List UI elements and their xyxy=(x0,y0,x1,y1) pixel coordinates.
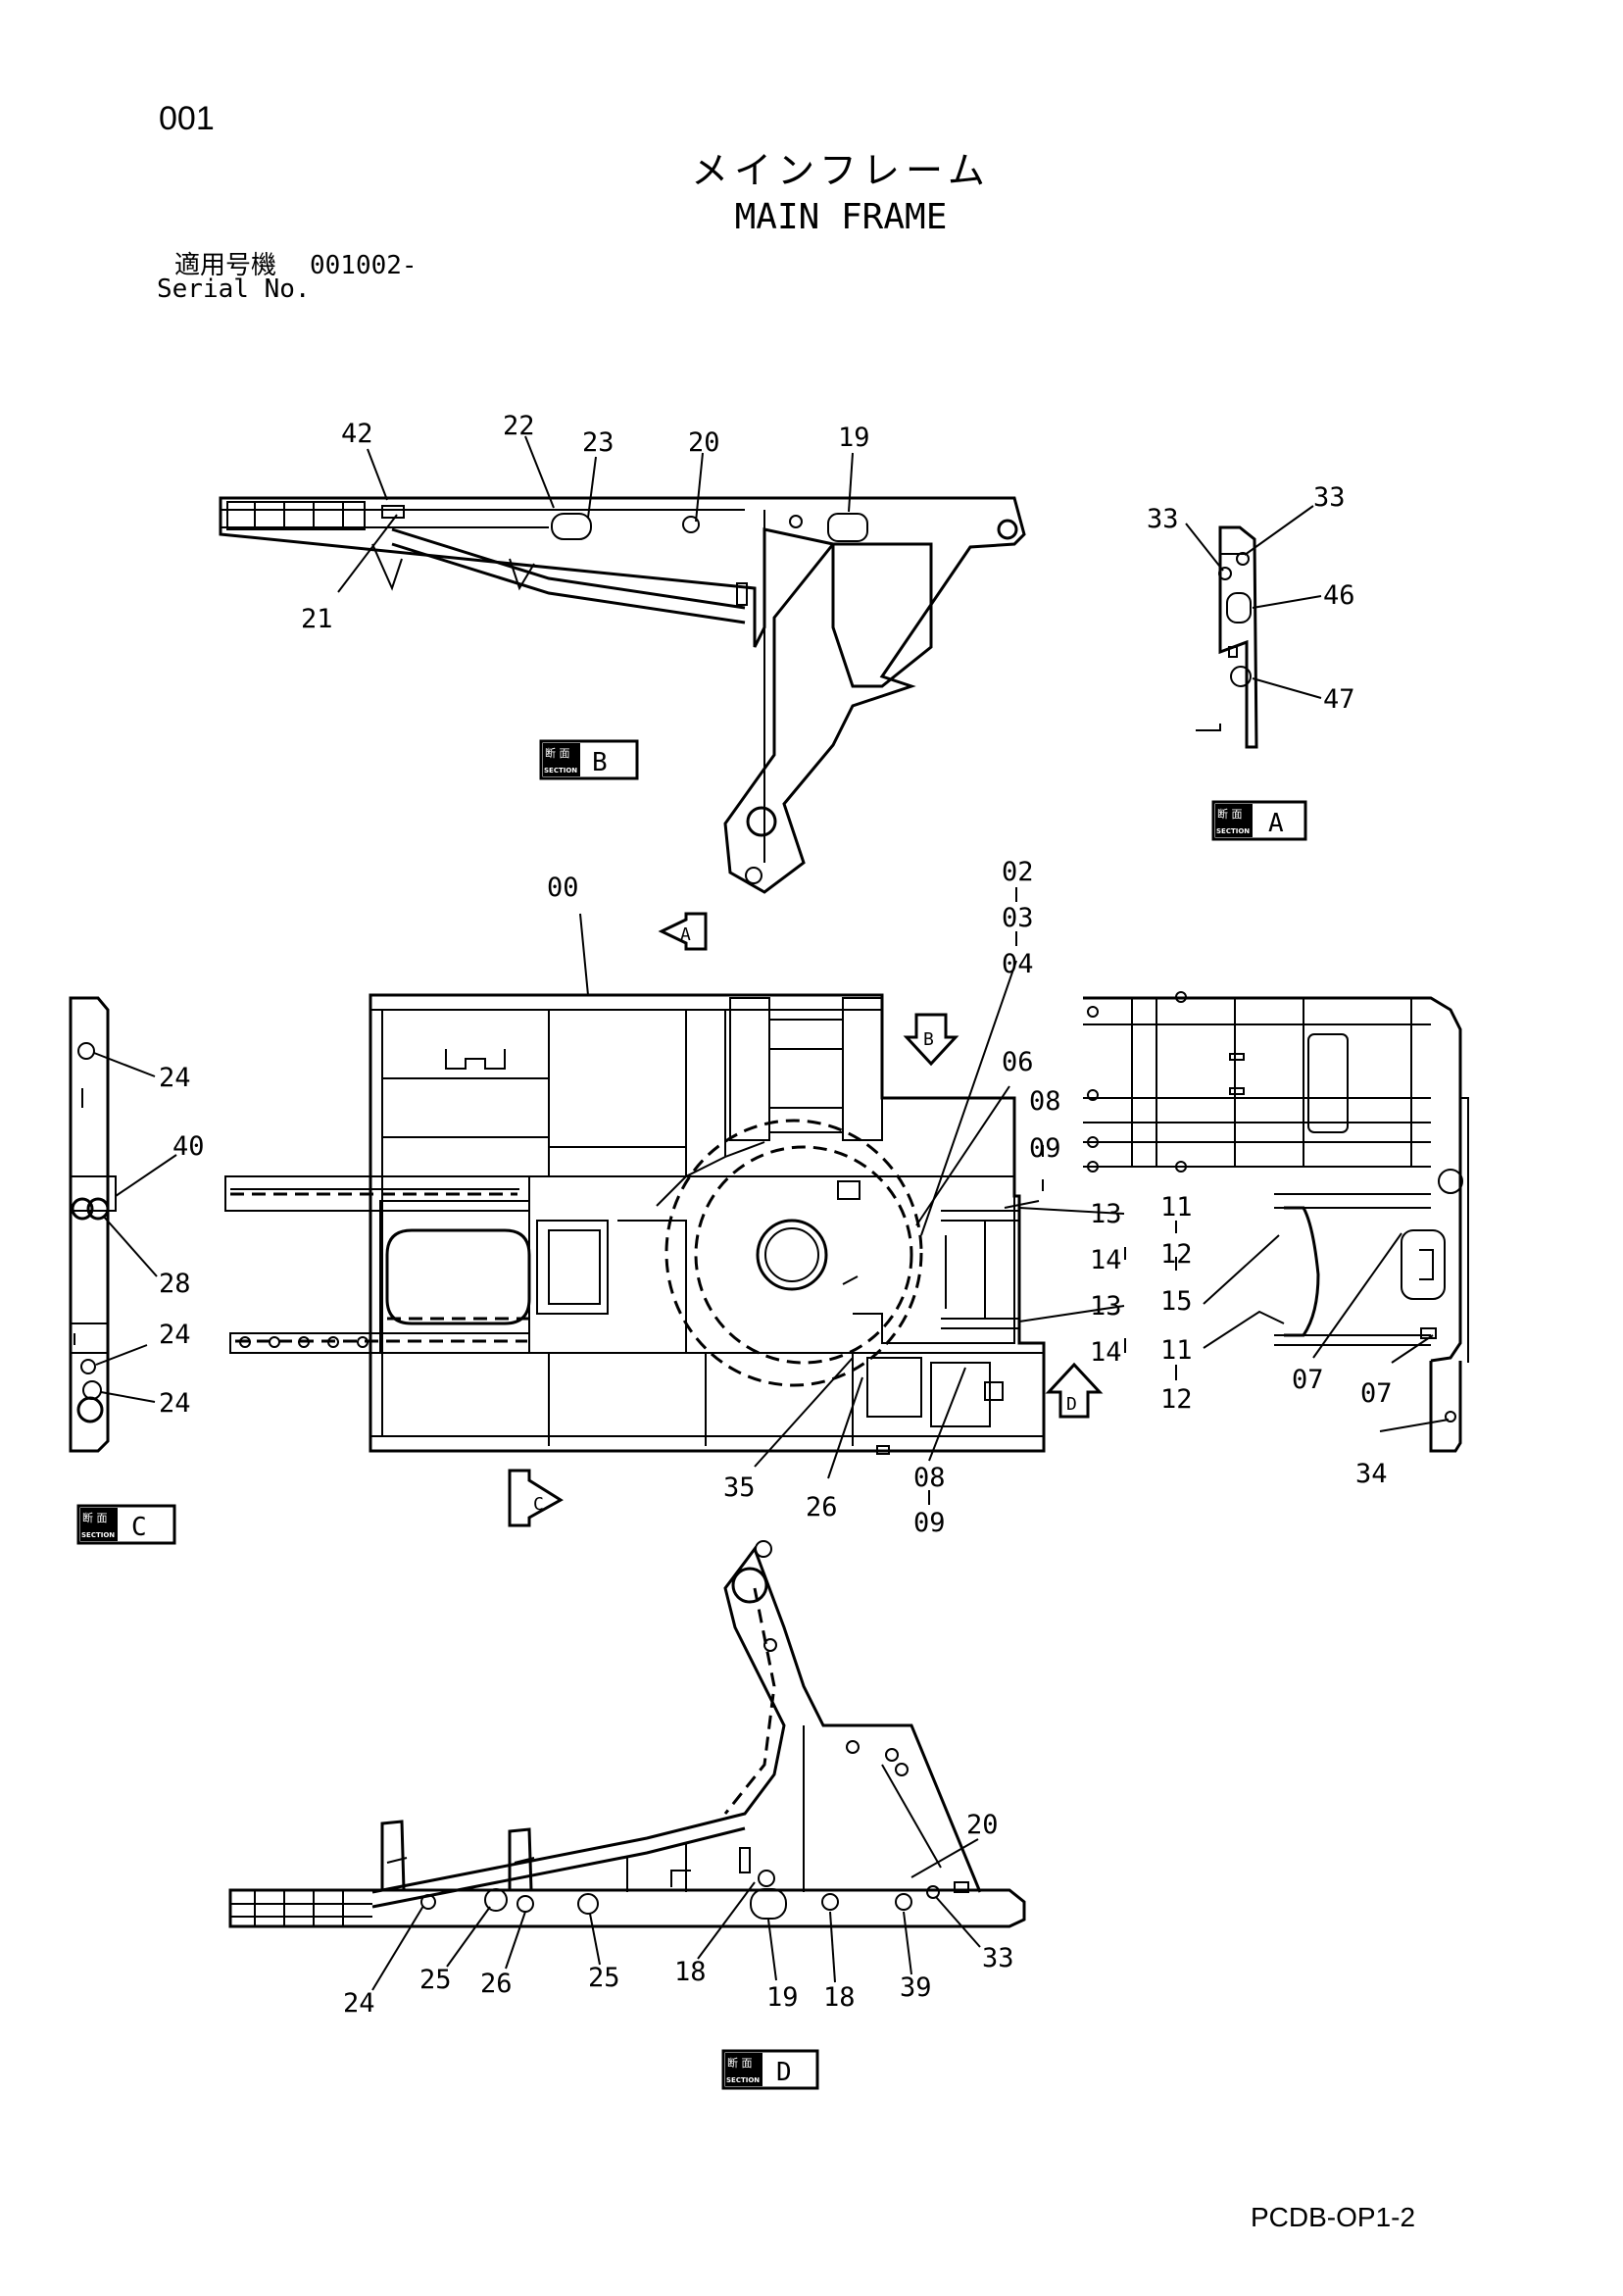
callout-22: 22 xyxy=(503,411,535,441)
callouts-section-d: 20 24 25 26 25 18 19 18 39 33 xyxy=(343,1810,1014,2019)
title-japanese: メインフレーム xyxy=(691,149,991,192)
section-tag-b: 断 面 SECTION B xyxy=(539,739,639,780)
callout-33-a: 33 xyxy=(1147,504,1179,534)
section-a-view xyxy=(1196,525,1258,749)
callout-24-mid: 24 xyxy=(159,1320,191,1350)
title-english: MAIN FRAME xyxy=(734,197,948,237)
callout-09-bottom: 09 xyxy=(913,1508,946,1538)
callout-13-a: 13 xyxy=(1090,1199,1122,1229)
section-b-view xyxy=(219,496,1026,894)
callout-34: 34 xyxy=(1355,1459,1388,1489)
right-end-view xyxy=(1083,991,1469,1453)
section-tag-d-kanji: 断 面 xyxy=(727,2056,753,2070)
view-arrow-d-letter: D xyxy=(1066,1394,1077,1415)
serial-value: 001002- xyxy=(310,251,418,280)
callout-46: 46 xyxy=(1323,580,1355,611)
section-tag-b-word: SECTION xyxy=(544,767,577,774)
callout-20-d: 20 xyxy=(966,1810,999,1840)
callout-19-d: 19 xyxy=(766,1982,799,2013)
callout-07-a: 07 xyxy=(1292,1365,1324,1395)
callout-33-d: 33 xyxy=(982,1943,1014,1973)
serial-label-japanese: 適用号機 xyxy=(174,251,277,280)
callouts-section-a: 33 33 46 47 xyxy=(1147,482,1355,715)
callout-24-top: 24 xyxy=(159,1063,191,1093)
callout-39: 39 xyxy=(900,1972,932,2003)
callout-14-a: 14 xyxy=(1090,1245,1122,1275)
view-arrow-c: C xyxy=(508,1469,564,1527)
callout-11-b: 11 xyxy=(1160,1335,1193,1366)
callout-07-b: 07 xyxy=(1360,1378,1393,1409)
section-tag-b-letter: B xyxy=(592,748,608,777)
callout-23: 23 xyxy=(582,427,615,458)
callout-08-top: 08 xyxy=(1029,1086,1061,1117)
callout-14-b: 14 xyxy=(1090,1337,1122,1368)
callout-25-b: 25 xyxy=(588,1963,620,1993)
page-number: 001 xyxy=(159,100,215,137)
callout-06: 06 xyxy=(1002,1047,1034,1077)
callout-26-main: 26 xyxy=(806,1492,838,1522)
section-tag-a-word: SECTION xyxy=(1216,827,1250,835)
callout-02: 02 xyxy=(1002,857,1034,887)
section-tag-a-kanji: 断 面 xyxy=(1217,807,1243,821)
serial-label-english: Serial No. xyxy=(157,275,311,304)
callouts-main: 00 02 03 04 06 08 09 13 14 13 14 35 26 0… xyxy=(547,857,1122,1538)
leader-lines xyxy=(93,435,1450,1991)
callout-13-b: 13 xyxy=(1090,1291,1122,1322)
section-tag-d-word: SECTION xyxy=(726,2076,760,2084)
callout-20: 20 xyxy=(688,427,720,458)
view-arrow-a-letter: A xyxy=(680,924,691,945)
callouts-section-b: 42 22 23 20 19 21 xyxy=(301,411,870,634)
view-arrow-b-letter: B xyxy=(923,1029,934,1050)
callout-26-d: 26 xyxy=(480,1969,513,1999)
callout-12-a: 12 xyxy=(1160,1239,1193,1270)
callout-33-b: 33 xyxy=(1313,482,1346,513)
view-arrow-a: A xyxy=(658,912,708,951)
section-tag-b-kanji: 断 面 xyxy=(545,746,570,760)
callout-24-bottom: 24 xyxy=(159,1388,191,1419)
callout-04: 04 xyxy=(1002,949,1034,979)
callout-00: 00 xyxy=(547,873,579,903)
section-tag-c-letter: C xyxy=(131,1513,147,1542)
callout-47: 47 xyxy=(1323,684,1355,715)
section-tag-c: 断 面 SECTION C xyxy=(76,1504,176,1545)
callout-35: 35 xyxy=(723,1472,756,1503)
callouts-right: 11 12 15 11 12 07 07 34 xyxy=(1160,1192,1393,1489)
drawing-code: PCDB-OP1-2 xyxy=(1251,2202,1416,2232)
section-d-view xyxy=(228,1540,1026,1928)
section-tag-d-letter: D xyxy=(776,2058,792,2087)
callout-21: 21 xyxy=(301,604,333,634)
callouts-section-c: 24 40 28 24 24 xyxy=(159,1063,205,1419)
callout-18-a: 18 xyxy=(674,1957,707,1987)
section-tag-a-letter: A xyxy=(1268,809,1284,838)
callout-25-a: 25 xyxy=(419,1965,452,1995)
callout-15: 15 xyxy=(1160,1286,1193,1317)
callout-28: 28 xyxy=(159,1269,191,1299)
callout-18-b: 18 xyxy=(823,1982,856,2013)
section-tag-c-kanji: 断 面 xyxy=(82,1511,108,1524)
callout-24-d: 24 xyxy=(343,1988,375,2019)
section-c-view xyxy=(69,996,117,1453)
callout-19: 19 xyxy=(838,423,870,453)
main-plan-view xyxy=(224,993,1046,1455)
view-arrow-c-letter: C xyxy=(533,1494,544,1515)
section-tag-c-word: SECTION xyxy=(81,1531,115,1539)
callout-40: 40 xyxy=(172,1131,205,1162)
callout-03: 03 xyxy=(1002,903,1034,933)
section-tag-a: 断 面 SECTION A xyxy=(1211,800,1307,841)
section-tag-d: 断 面 SECTION D xyxy=(721,2049,819,2090)
view-arrow-d: D xyxy=(1045,1362,1104,1419)
callout-12-b: 12 xyxy=(1160,1384,1193,1415)
view-arrow-b: B xyxy=(903,1013,959,1067)
callout-09-top: 09 xyxy=(1029,1133,1061,1164)
callout-08-bottom: 08 xyxy=(913,1463,946,1493)
callout-11-a: 11 xyxy=(1160,1192,1193,1223)
callout-42: 42 xyxy=(341,419,373,449)
